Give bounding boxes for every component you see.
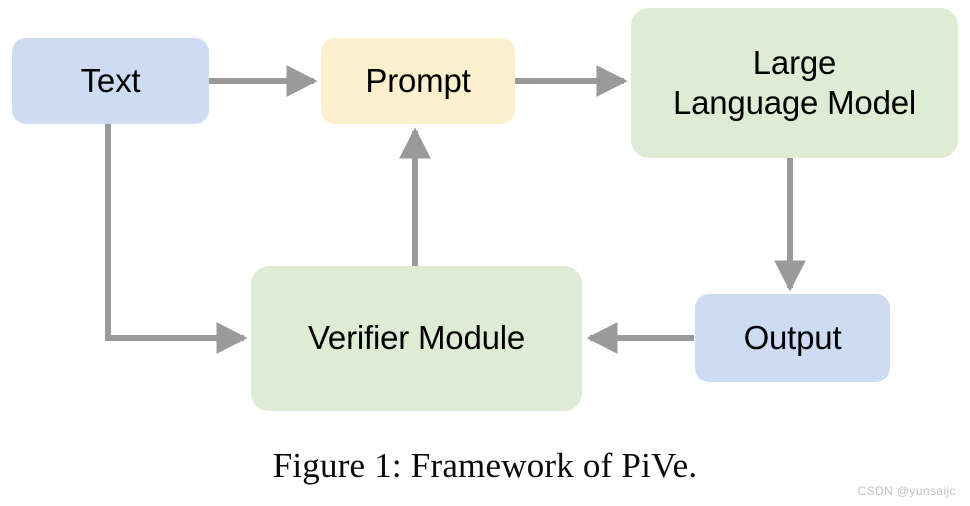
node-prompt[interactable]: Prompt [321,38,515,124]
node-output-label: Output [743,318,842,356]
edge-text-to-verifier [105,124,248,354]
figure-caption: Figure 1: Framework of PiVe. [272,446,698,485]
watermark-text: CSDN @yunsaijc [857,484,956,498]
node-large-language-model-label: Large Language Model [672,43,917,121]
node-verifier-module[interactable]: Verifier Module [251,266,582,411]
node-text-label: Text [80,61,141,99]
node-large-language-model[interactable]: Large Language Model [631,8,958,158]
node-verifier-module-label: Verifier Module [307,319,526,357]
node-text[interactable]: Text [12,38,209,124]
node-output[interactable]: Output [695,294,890,382]
node-prompt-label: Prompt [365,61,471,99]
